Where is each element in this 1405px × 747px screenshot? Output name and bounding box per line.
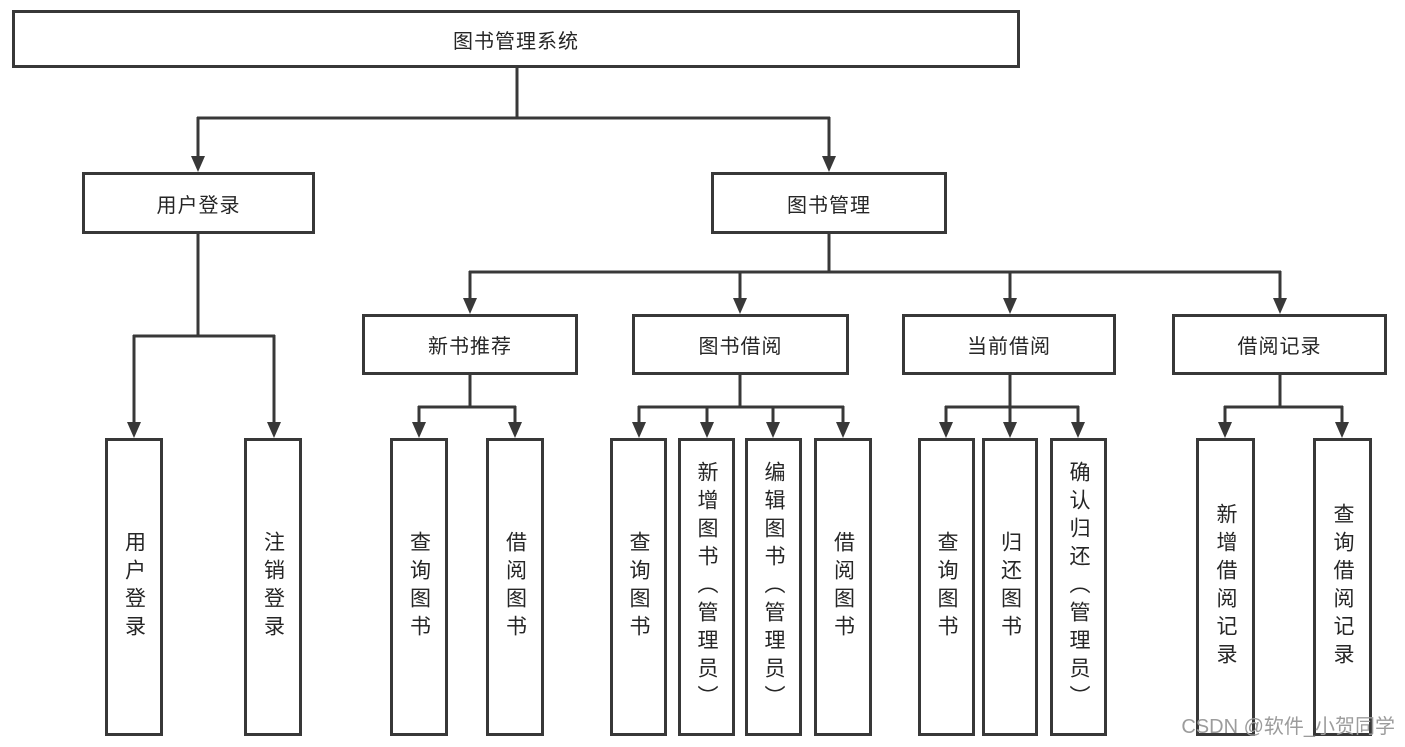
node-label: 用户登录 [156,194,241,217]
node-borrow-record: 借阅记录 [1172,314,1387,375]
leaf-borrow-book: 借阅图书 [814,438,872,736]
edge-user-login-to-leaves [132,234,276,424]
leaf-logout: 注销登录 [244,438,302,736]
leaf-add-borrow-record: 新增借阅记录 [1196,438,1255,736]
leaf-query-borrow-record: 查询借阅记录 [1313,438,1372,736]
node-new-book-recommend: 新书推荐 [362,314,578,375]
edge-book-management-to-level3 [468,234,1282,300]
arrowhead-icon [1003,298,1017,314]
node-book-borrow: 图书借阅 [632,314,849,375]
node-label: 确认归还（管理员） [1067,461,1090,713]
leaf-edit-book-admin: 编辑图书（管理员） [745,438,802,736]
node-book-management-system: 图书管理系统 [12,10,1020,68]
node-label: 查询借阅记录 [1331,503,1354,671]
arrowhead-icon [412,422,426,438]
leaf-query-current-borrow: 查询图书 [918,438,975,736]
node-label: 图书管理 [787,194,871,217]
arrowhead-icon [463,298,477,314]
arrowhead-icon [939,422,953,438]
node-label: 查询图书 [935,531,958,643]
edge-book-borrow-to-leaves [637,375,845,424]
edge-borrow-record-to-leaves [1223,375,1344,424]
node-label: 当前借阅 [967,336,1051,358]
leaf-query-book: 查询图书 [610,438,667,736]
arrowhead-icon [632,422,646,438]
node-label: 用户登录 [122,531,146,643]
arrowhead-icon [766,422,780,438]
leaf-return-book: 归还图书 [982,438,1038,736]
edge-current-borrow-to-leaves [944,375,1080,424]
arrowhead-icon [191,156,205,172]
arrowhead-icon [267,422,281,438]
node-label: 新增图书（管理员） [695,461,718,713]
arrowhead-icon [733,298,747,314]
node-label: 编辑图书（管理员） [762,461,785,713]
arrowhead-icon [1003,422,1017,438]
arrowhead-icon [822,156,836,172]
node-label: 查询图书 [407,531,431,643]
node-book-management: 图书管理 [711,172,947,234]
edge-root-to-level2 [196,68,831,158]
arrowheads [127,156,1349,438]
arrowhead-icon [836,422,850,438]
node-label: 图书管理系统 [453,30,579,53]
node-label: 新书推荐 [428,336,512,358]
node-label: 图书借阅 [698,336,783,358]
node-current-borrow: 当前借阅 [902,314,1116,375]
node-label: 借阅图书 [503,531,527,643]
leaf-user-login: 用户登录 [105,438,163,736]
node-label: 新增借阅记录 [1214,503,1237,671]
arrowhead-icon [700,422,714,438]
arrowhead-icon [1273,298,1287,314]
leaf-borrow-book-recommend: 借阅图书 [486,438,544,736]
node-label: 借阅图书 [831,531,855,643]
node-label: 归还图书 [998,531,1022,643]
edge-new-book-recommend-to-leaves [417,375,517,424]
leaf-confirm-return-admin: 确认归还（管理员） [1050,438,1107,736]
leaf-query-book-recommend: 查询图书 [390,438,448,736]
node-label: 借阅记录 [1237,336,1322,358]
arrowhead-icon [508,422,522,438]
node-label: 查询图书 [627,531,650,643]
csdn-watermark: CSDN @软件_小贺同学 [1181,716,1395,738]
arrowhead-icon [1335,422,1349,438]
node-label: 注销登录 [261,531,285,643]
node-user-login: 用户登录 [82,172,315,234]
leaf-add-book-admin: 新增图书（管理员） [678,438,735,736]
arrowhead-icon [127,422,141,438]
arrowhead-icon [1071,422,1085,438]
arrowhead-icon [1218,422,1232,438]
